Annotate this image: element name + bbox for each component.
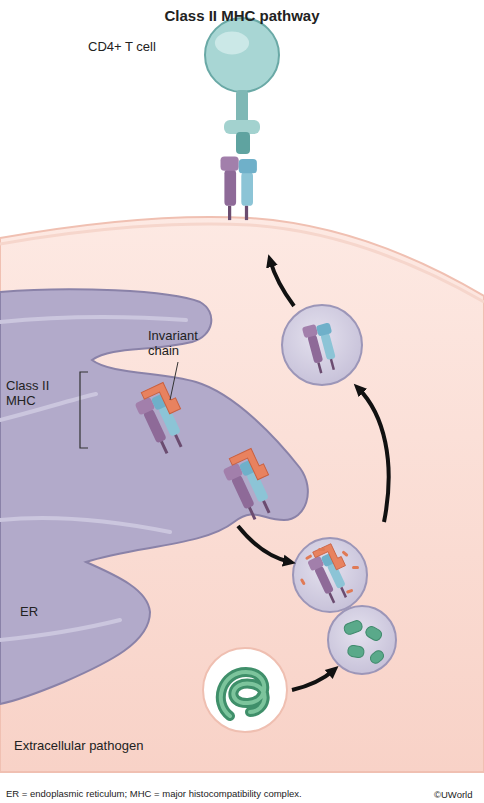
node-label: ER — [20, 604, 38, 619]
er-fold — [0, 620, 120, 640]
t-cell: CD4+ T cell — [204, 17, 280, 93]
cell-body — [0, 217, 484, 772]
fusion-vesicle — [293, 538, 367, 612]
er-fold — [0, 317, 186, 322]
surface-mhc — [221, 156, 257, 220]
cell-highlight — [215, 32, 249, 55]
pathogen-fragments — [343, 619, 386, 665]
part-label: Extracellular pathogen — [14, 738, 143, 753]
er-fold — [0, 518, 170, 532]
er-mhc — [131, 380, 195, 457]
flow-arrow — [292, 670, 334, 690]
cell-circle — [205, 18, 279, 92]
copyright-note: ©UWorld — [434, 787, 473, 802]
flow-arrow — [238, 526, 290, 562]
phagocytic-pocket — [203, 648, 287, 732]
er-shape — [0, 289, 308, 704]
bracket — [80, 372, 88, 448]
node-label: CD4+ T cell — [88, 39, 156, 54]
part-label: Class II MHC — [6, 378, 68, 408]
transport-vesicle — [282, 305, 362, 385]
t-cell-receptor — [224, 90, 260, 154]
flow-arrows — [238, 260, 389, 690]
leader-line — [170, 362, 178, 400]
peptide-fragments — [300, 548, 359, 594]
node-outline — [204, 17, 280, 93]
vesicle-mhc — [305, 542, 358, 606]
pathogen — [221, 672, 265, 716]
er-mhc — [219, 446, 283, 523]
tcr-head — [224, 120, 260, 134]
er-membrane — [0, 289, 308, 704]
endosome — [328, 606, 396, 674]
diagram-title: Class II MHC pathway — [0, 8, 484, 23]
loaded-mhc — [302, 320, 342, 375]
flow-arrow — [270, 260, 294, 306]
tcr-chain — [236, 132, 250, 154]
cd4-stalk — [236, 90, 248, 124]
part-label: Invariant chain — [148, 328, 212, 358]
pathogen-highlight — [221, 672, 265, 716]
caption: ER = endoplasmic reticulum; MHC = major … — [6, 786, 302, 801]
flow-arrow — [358, 388, 389, 522]
